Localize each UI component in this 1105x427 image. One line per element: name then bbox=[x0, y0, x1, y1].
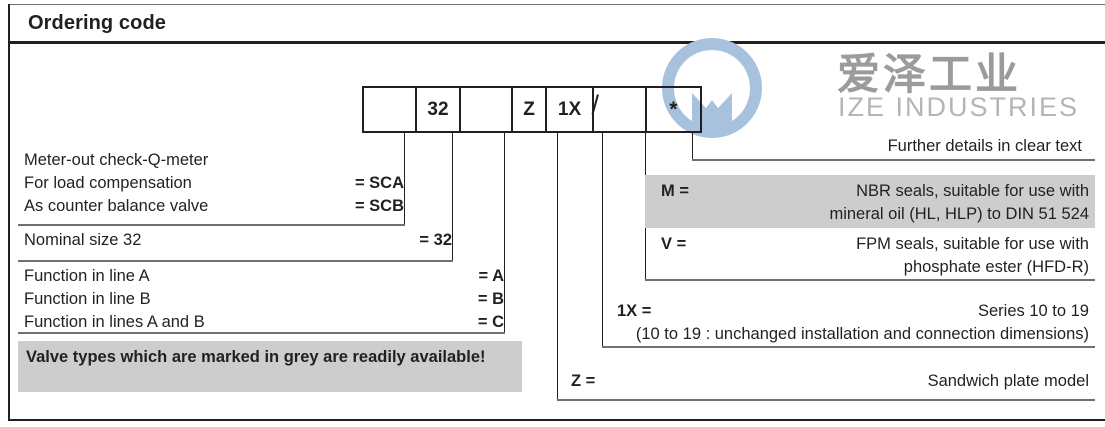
frame-top-border bbox=[8, 4, 1105, 5]
connector-h-type bbox=[18, 224, 405, 226]
connector-h-series bbox=[602, 346, 1095, 348]
code-box-slash: / bbox=[591, 90, 599, 120]
code-box-7[interactable]: * bbox=[647, 88, 700, 131]
connector-h-further bbox=[692, 159, 1095, 161]
type-line-3-label: As counter balance valve bbox=[24, 197, 209, 215]
nominal-size-code: = 32 bbox=[419, 231, 452, 249]
code-box-1[interactable] bbox=[364, 88, 417, 131]
function-block: Function in line A = A Function in line … bbox=[24, 265, 504, 334]
code-box-5[interactable]: 1X / bbox=[547, 88, 599, 131]
type-line-2-code: = SCA bbox=[354, 174, 404, 192]
connector-h-function bbox=[18, 332, 505, 334]
watermark-english-name: IZE INDUSTRIES bbox=[838, 92, 1080, 122]
connector-v-model bbox=[557, 133, 558, 400]
nominal-size-block: Nominal size 32 = 32 bbox=[24, 229, 452, 252]
type-line-2-label: For load compensation bbox=[24, 174, 192, 192]
code-box-2-value: 32 bbox=[427, 98, 449, 120]
seal-m-key: M = bbox=[661, 182, 689, 200]
code-box-4[interactable]: Z bbox=[513, 88, 547, 131]
title-separator-rule bbox=[8, 41, 1105, 44]
connector-h-model bbox=[557, 399, 1095, 401]
series-line-1: Series 10 to 19 bbox=[978, 302, 1089, 320]
further-details-value: Further details in clear text bbox=[887, 137, 1082, 155]
seal-m-highlight bbox=[645, 175, 1095, 228]
seal-v-key: V = bbox=[661, 235, 687, 253]
seal-v-row: V = FPM seals, suitable for use with pho… bbox=[661, 233, 1089, 279]
seal-m-row: M = NBR seals, suitable for use with min… bbox=[661, 180, 1089, 226]
watermark-chinese-name: 爱泽工业 bbox=[837, 51, 1021, 99]
series-line-2: (10 to 19 : unchanged installation and c… bbox=[635, 325, 1089, 343]
model-row: Z = Sandwich plate model bbox=[571, 370, 1089, 393]
function-line-a-label: Function in line A bbox=[24, 267, 150, 285]
page-title: Ordering code bbox=[28, 12, 166, 34]
ordering-code-boxes: 32 Z 1X / * bbox=[362, 86, 702, 133]
code-box-2[interactable]: 32 bbox=[417, 88, 461, 131]
connector-v-series bbox=[602, 133, 603, 347]
seal-v-line-2: phosphate ester (HFD-R) bbox=[903, 258, 1089, 276]
nominal-size-label: Nominal size 32 bbox=[24, 231, 142, 249]
code-box-7-value: * bbox=[669, 97, 678, 121]
frame-bottom-border bbox=[8, 419, 1105, 421]
type-block: Meter-out check-Q-meter For load compens… bbox=[24, 149, 404, 218]
watermark: 爱泽工业 IZE INDUSTRIES bbox=[662, 38, 1092, 138]
seal-m-line-2: mineral oil (HL, HLP) to DIN 51 524 bbox=[829, 205, 1089, 223]
series-key: 1X = bbox=[617, 302, 652, 320]
code-box-4-value: Z bbox=[523, 98, 535, 120]
model-key: Z = bbox=[571, 372, 596, 390]
model-value: Sandwich plate model bbox=[927, 372, 1089, 390]
series-row: 1X = Series 10 to 19 (10 to 19 : unchang… bbox=[617, 300, 1089, 346]
seal-m-line-1: NBR seals, suitable for use with bbox=[856, 182, 1089, 200]
connector-v-type bbox=[404, 133, 405, 225]
connector-h-nominal bbox=[18, 260, 453, 262]
seal-v-line-1: FPM seals, suitable for use with bbox=[856, 235, 1089, 253]
function-line-ab-code: = C bbox=[477, 313, 504, 331]
code-box-3[interactable] bbox=[461, 88, 513, 131]
type-line-3-code: = SCB bbox=[354, 197, 404, 215]
connector-v-function bbox=[504, 133, 505, 333]
type-line-1-label: Meter-out check-Q-meter bbox=[24, 151, 209, 169]
grey-availability-note: Valve types which are marked in grey are… bbox=[18, 341, 522, 392]
function-line-a-code: = A bbox=[478, 267, 504, 285]
connector-v-nominal bbox=[452, 133, 453, 261]
frame-left-border bbox=[8, 4, 10, 420]
code-box-6[interactable] bbox=[594, 88, 647, 131]
further-details-row: Further details in clear text bbox=[700, 135, 1082, 158]
function-line-b-label: Function in line B bbox=[24, 290, 151, 308]
connector-h-seals bbox=[645, 279, 1095, 281]
connector-v-further bbox=[692, 133, 693, 160]
function-line-b-code: = B bbox=[477, 290, 504, 308]
code-box-5-value: 1X bbox=[557, 98, 582, 120]
function-line-ab-label: Function in lines A and B bbox=[24, 313, 205, 331]
